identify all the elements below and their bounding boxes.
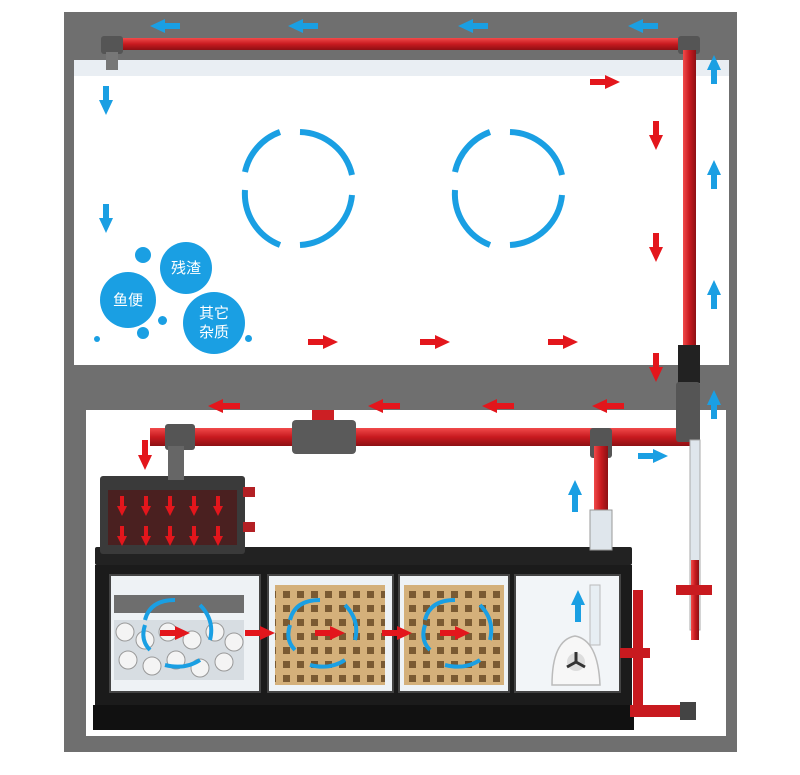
arrow-icon bbox=[288, 19, 318, 33]
bubble-dot bbox=[94, 336, 100, 342]
drip-box-red-arrows bbox=[117, 496, 223, 546]
display-tank-water-top-shadow bbox=[74, 60, 729, 76]
arrow-icon bbox=[99, 86, 113, 115]
arrow-icon bbox=[245, 626, 275, 640]
arrow-icon bbox=[707, 160, 721, 189]
bubble-dot bbox=[135, 247, 151, 263]
arrow-icon bbox=[649, 233, 663, 262]
arrow-icon bbox=[649, 353, 663, 382]
arrow-icon bbox=[707, 55, 721, 84]
arrow-icon bbox=[160, 626, 190, 640]
bubble-debris: 残渣 bbox=[160, 242, 212, 294]
filter-mat-tray bbox=[114, 595, 244, 613]
arrow-icon bbox=[440, 626, 470, 640]
return-pipe-top bbox=[101, 36, 700, 383]
arrow-icon bbox=[308, 335, 338, 349]
bubble-other-impurities: 其它 杂质 bbox=[183, 292, 245, 354]
arrow-icon bbox=[592, 399, 624, 413]
return-line-vertical bbox=[676, 385, 712, 640]
arrow-icon bbox=[368, 399, 400, 413]
sump-base bbox=[93, 705, 634, 730]
arrow-icon bbox=[482, 399, 514, 413]
arrow-icon bbox=[590, 75, 620, 89]
blue-flow-arrows-cabinet bbox=[568, 449, 668, 622]
arrow-icon bbox=[420, 335, 450, 349]
bubble-fish-waste: 鱼便 bbox=[100, 272, 156, 328]
display-tank bbox=[64, 12, 737, 382]
arrow-icon bbox=[99, 204, 113, 233]
arrow-icon bbox=[571, 590, 585, 622]
arrow-icon bbox=[628, 19, 658, 33]
arrow-icon bbox=[150, 19, 180, 33]
arrow-icon bbox=[315, 626, 345, 640]
overflow-pipe bbox=[150, 382, 700, 551]
circular-flow-icon bbox=[451, 129, 565, 248]
arrow-icon bbox=[568, 480, 582, 512]
bubble-dot bbox=[137, 327, 149, 339]
arrow-icon bbox=[208, 399, 240, 413]
sump bbox=[93, 547, 634, 730]
arrow-icon bbox=[638, 449, 668, 463]
bubble-dot bbox=[245, 335, 252, 342]
arrow-icon bbox=[382, 626, 412, 640]
arrow-icon bbox=[138, 440, 152, 470]
blue-flow-arrows-top bbox=[99, 19, 721, 419]
arrow-icon bbox=[649, 121, 663, 150]
chamber-swirls bbox=[141, 598, 494, 669]
red-flow-arrows-top bbox=[308, 75, 663, 382]
bubble-dot bbox=[158, 316, 167, 325]
top-drip-box bbox=[100, 476, 255, 554]
display-tank-water bbox=[74, 60, 729, 365]
arrow-icon bbox=[707, 280, 721, 309]
circular-flow-icon bbox=[241, 129, 355, 248]
pump-icon bbox=[551, 584, 601, 686]
red-flow-arrows-cabinet bbox=[138, 399, 624, 640]
arrow-icon bbox=[548, 335, 578, 349]
valve-icon bbox=[292, 420, 356, 454]
arrow-icon bbox=[707, 390, 721, 419]
pump-outlet-pipe bbox=[620, 590, 696, 720]
arrow-icon bbox=[458, 19, 488, 33]
